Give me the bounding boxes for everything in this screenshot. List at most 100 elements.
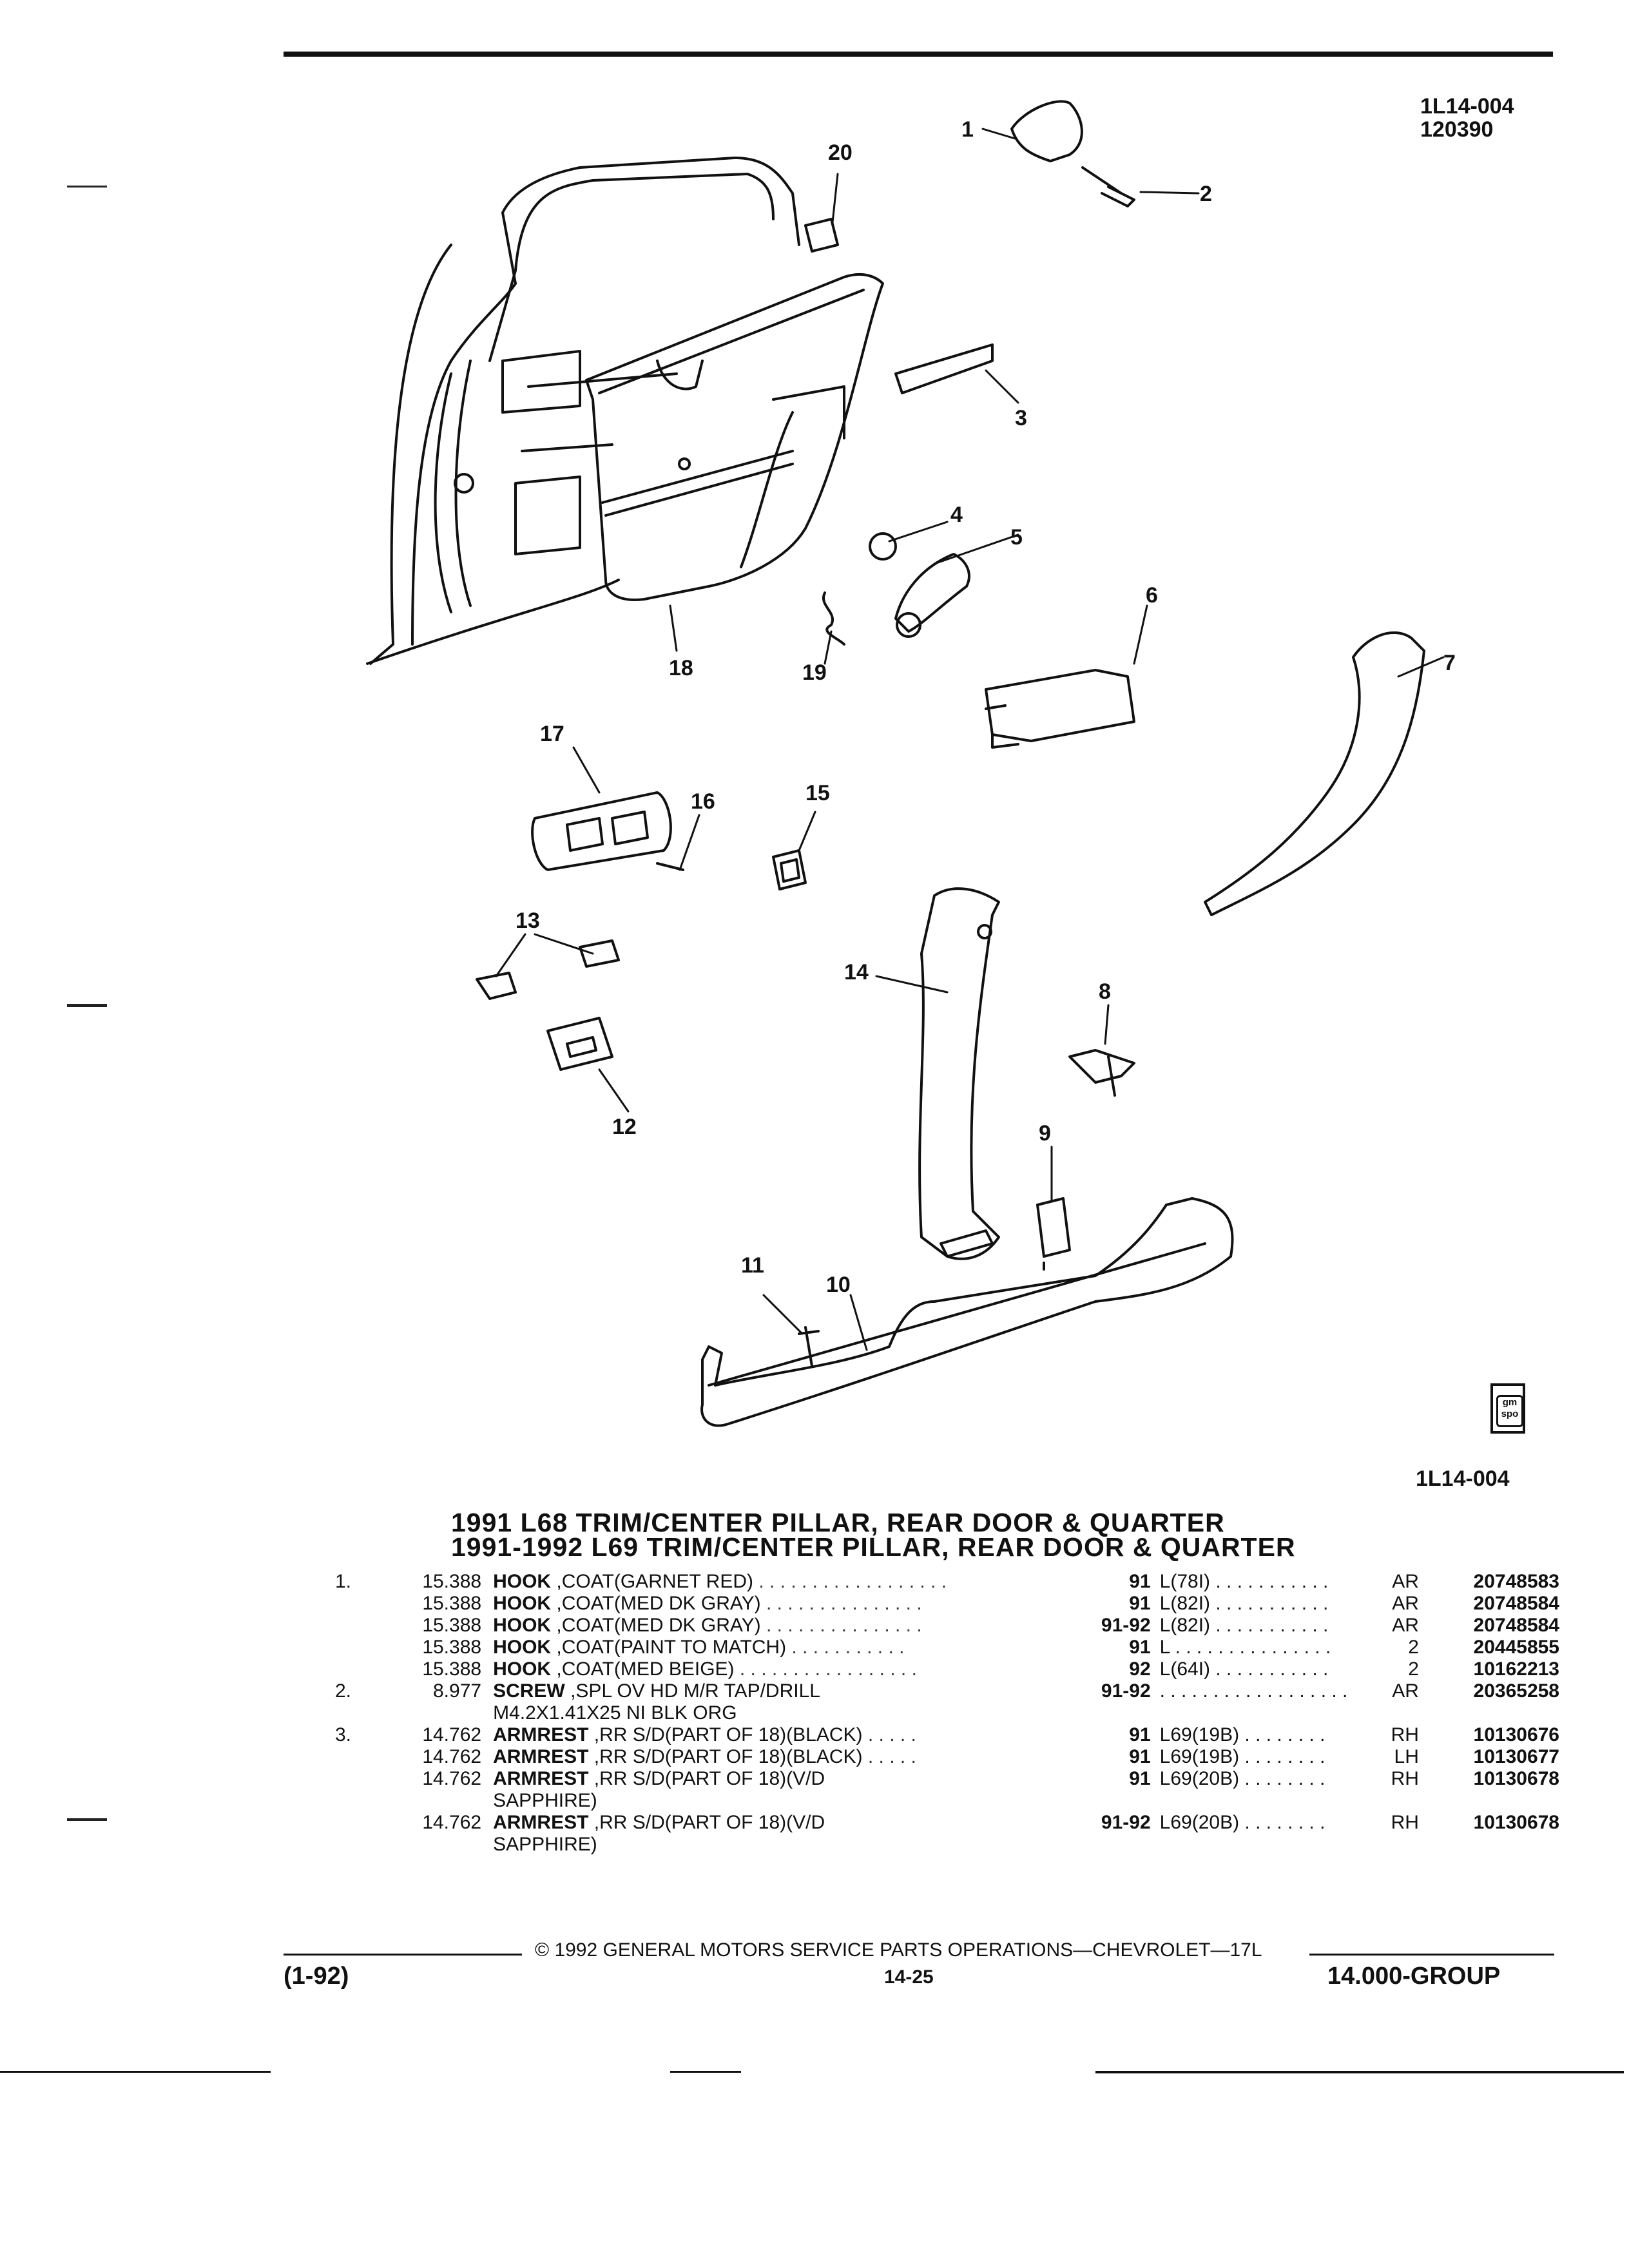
model-year: [1066, 1834, 1159, 1856]
item-number: [335, 1615, 396, 1637]
part-push-pin: [1068, 1049, 1135, 1097]
quantity: AR: [1392, 1615, 1419, 1636]
part-detail: ,COAT(PAINT TO MATCH): [551, 1637, 787, 1658]
callout-4: 4: [950, 503, 963, 527]
part-detail: ,COAT(MED DK GRAY): [551, 1615, 761, 1636]
item-number: [335, 1637, 396, 1658]
diagram-ref: 1L14-004: [1416, 1466, 1510, 1491]
callout-10: 10: [826, 1273, 851, 1297]
part-number: [1427, 1834, 1559, 1856]
callout-19: 19: [802, 660, 827, 685]
option-code: L69(19B) . . . . . . . .: [1159, 1746, 1325, 1767]
part-number: 10130678: [1473, 1812, 1559, 1833]
group-label: 14.000-GROUP: [1327, 1963, 1501, 1990]
part-description: HOOK ,COAT(MED BEIGE) . . . . . . . . . …: [493, 1658, 1066, 1680]
part-screw-16: [656, 862, 684, 871]
part-description: ARMREST ,RR S/D(PART OF 18)(BLACK) . . .…: [493, 1746, 1066, 1768]
leader-dots: . . . . . . . . . . . . . . .: [760, 1593, 922, 1614]
callout-14: 14: [844, 960, 869, 985]
part-handle: [894, 553, 970, 633]
part-retainer: [546, 1017, 613, 1071]
part-armrest: [894, 343, 994, 394]
copyright: © 1992 GENERAL MOTORS SERVICE PARTS OPER…: [535, 1939, 1262, 1961]
part-name: SCREW: [493, 1680, 565, 1702]
part-description: ARMREST ,RR S/D(PART OF 18)(V/D: [493, 1812, 1066, 1834]
callout-7: 7: [1443, 651, 1456, 675]
parts-row: SAPPHIRE): [335, 1790, 1559, 1812]
parts-row: 14.762 ARMREST ,RR S/D(PART OF 18)(V/D 91-…: [335, 1812, 1559, 1834]
exploded-parts-diagram: 1 2 3 4 5 6 7 8 9 10 11 12 13 14 15 16 1…: [366, 100, 1456, 1427]
quantity: RH: [1391, 1724, 1419, 1745]
item-number: [335, 1593, 396, 1615]
part-detail: ,RR S/D(PART OF 18)(V/D: [588, 1768, 825, 1789]
part-latch: [985, 669, 1135, 749]
part-number: 10130678: [1473, 1768, 1559, 1789]
part-bracket: [1036, 1197, 1071, 1271]
part-name: HOOK: [493, 1615, 552, 1636]
model-year: 91-92: [1101, 1680, 1151, 1702]
option-code: L(64I) . . . . . . . . . . .: [1159, 1658, 1329, 1680]
callout-5: 5: [1010, 525, 1023, 550]
leader-dots: . . . . .: [862, 1746, 916, 1767]
part-detail: ,SPL OV HD M/R TAP/DRILL: [564, 1680, 820, 1702]
item-number: [335, 1746, 396, 1768]
model-year: [1066, 1702, 1159, 1724]
item-number: [335, 1812, 396, 1834]
part-description: HOOK ,COAT(GARNET RED) . . . . . . . . .…: [493, 1571, 1066, 1593]
model-year: 92: [1129, 1658, 1151, 1680]
part-number: 10130676: [1473, 1724, 1559, 1745]
parts-row: M4.2X1.41X25 NI BLK ORG: [335, 1702, 1559, 1724]
part-number: 20748584: [1473, 1593, 1559, 1614]
illustration-number: 15.388: [422, 1593, 482, 1614]
callout-labels: 1 2 3 4 5 6 7 8 9 10 11 12 13 14 15 16 1…: [516, 117, 1456, 1297]
quantity: AR: [1392, 1593, 1419, 1614]
part-number: [1427, 1790, 1559, 1812]
part-name: ARMREST: [493, 1812, 589, 1833]
quantity: RH: [1391, 1768, 1419, 1789]
part-description: ARMREST ,RR S/D(PART OF 18)(V/D: [493, 1768, 1066, 1790]
illustration-number: 15.388: [422, 1658, 482, 1680]
quantity: AR: [1392, 1680, 1419, 1702]
illustration-number: 8.977: [433, 1680, 482, 1702]
parts-row: 15.388 HOOK ,COAT(MED BEIGE) . . . . . . …: [335, 1658, 1559, 1680]
option-code: L69(19B) . . . . . . . .: [1159, 1724, 1325, 1745]
illustration-number: 15.388: [422, 1615, 482, 1636]
section-heading: 1991-1992 L69 TRIM/CENTER PILLAR, REAR D…: [451, 1532, 1296, 1562]
callout-13: 13: [516, 908, 540, 933]
callout-2: 2: [1200, 182, 1212, 206]
part-detail: ,COAT(MED DK GRAY): [551, 1593, 761, 1614]
part-number: 10162213: [1473, 1658, 1559, 1680]
footer-rule-left: [284, 1954, 522, 1956]
leader-dots: . . . . . . . . . . . . . . . . . .: [753, 1571, 947, 1592]
part-name: HOOK: [493, 1571, 552, 1592]
part-detail: ,RR S/D(PART OF 18)(BLACK): [588, 1724, 863, 1745]
illustration-number: 14.762: [422, 1746, 482, 1767]
illustration-number: 14.762: [422, 1812, 482, 1833]
model-year: 91-92: [1101, 1812, 1151, 1833]
part-description: HOOK ,COAT(MED DK GRAY) . . . . . . . . …: [493, 1615, 1066, 1637]
part-number: 20748583: [1473, 1571, 1559, 1592]
item-number: 2.: [335, 1680, 352, 1702]
callout-3: 3: [1015, 406, 1027, 430]
option-code: L69(20B) . . . . . . . .: [1159, 1812, 1325, 1833]
option-code: L(82I) . . . . . . . . . . .: [1159, 1593, 1329, 1614]
part-center-pillar: [918, 887, 1000, 1260]
option-code: L(78I) . . . . . . . . . . .: [1159, 1571, 1329, 1592]
margin-mark: [67, 1004, 107, 1007]
part-detail: SAPPHIRE): [493, 1790, 597, 1811]
part-description: SAPPHIRE): [493, 1834, 1066, 1856]
part-number: [1427, 1702, 1559, 1724]
model-year: 91: [1129, 1637, 1151, 1658]
part-pull-handle: [531, 791, 672, 871]
part-name: HOOK: [493, 1593, 552, 1614]
callout-11: 11: [741, 1253, 764, 1278]
option-code: [1160, 1702, 1362, 1724]
part-detail: ,COAT(MED BEIGE): [551, 1658, 735, 1680]
ref-code: 1L14-004: [1420, 94, 1514, 119]
callout-9: 9: [1039, 1121, 1051, 1146]
item-number: [335, 1790, 396, 1812]
part-detail: ,RR S/D(PART OF 18)(BLACK): [588, 1746, 863, 1767]
quantity: AR: [1392, 1571, 1419, 1592]
option-code: [1160, 1834, 1362, 1856]
part-spring-clip: [822, 591, 845, 646]
